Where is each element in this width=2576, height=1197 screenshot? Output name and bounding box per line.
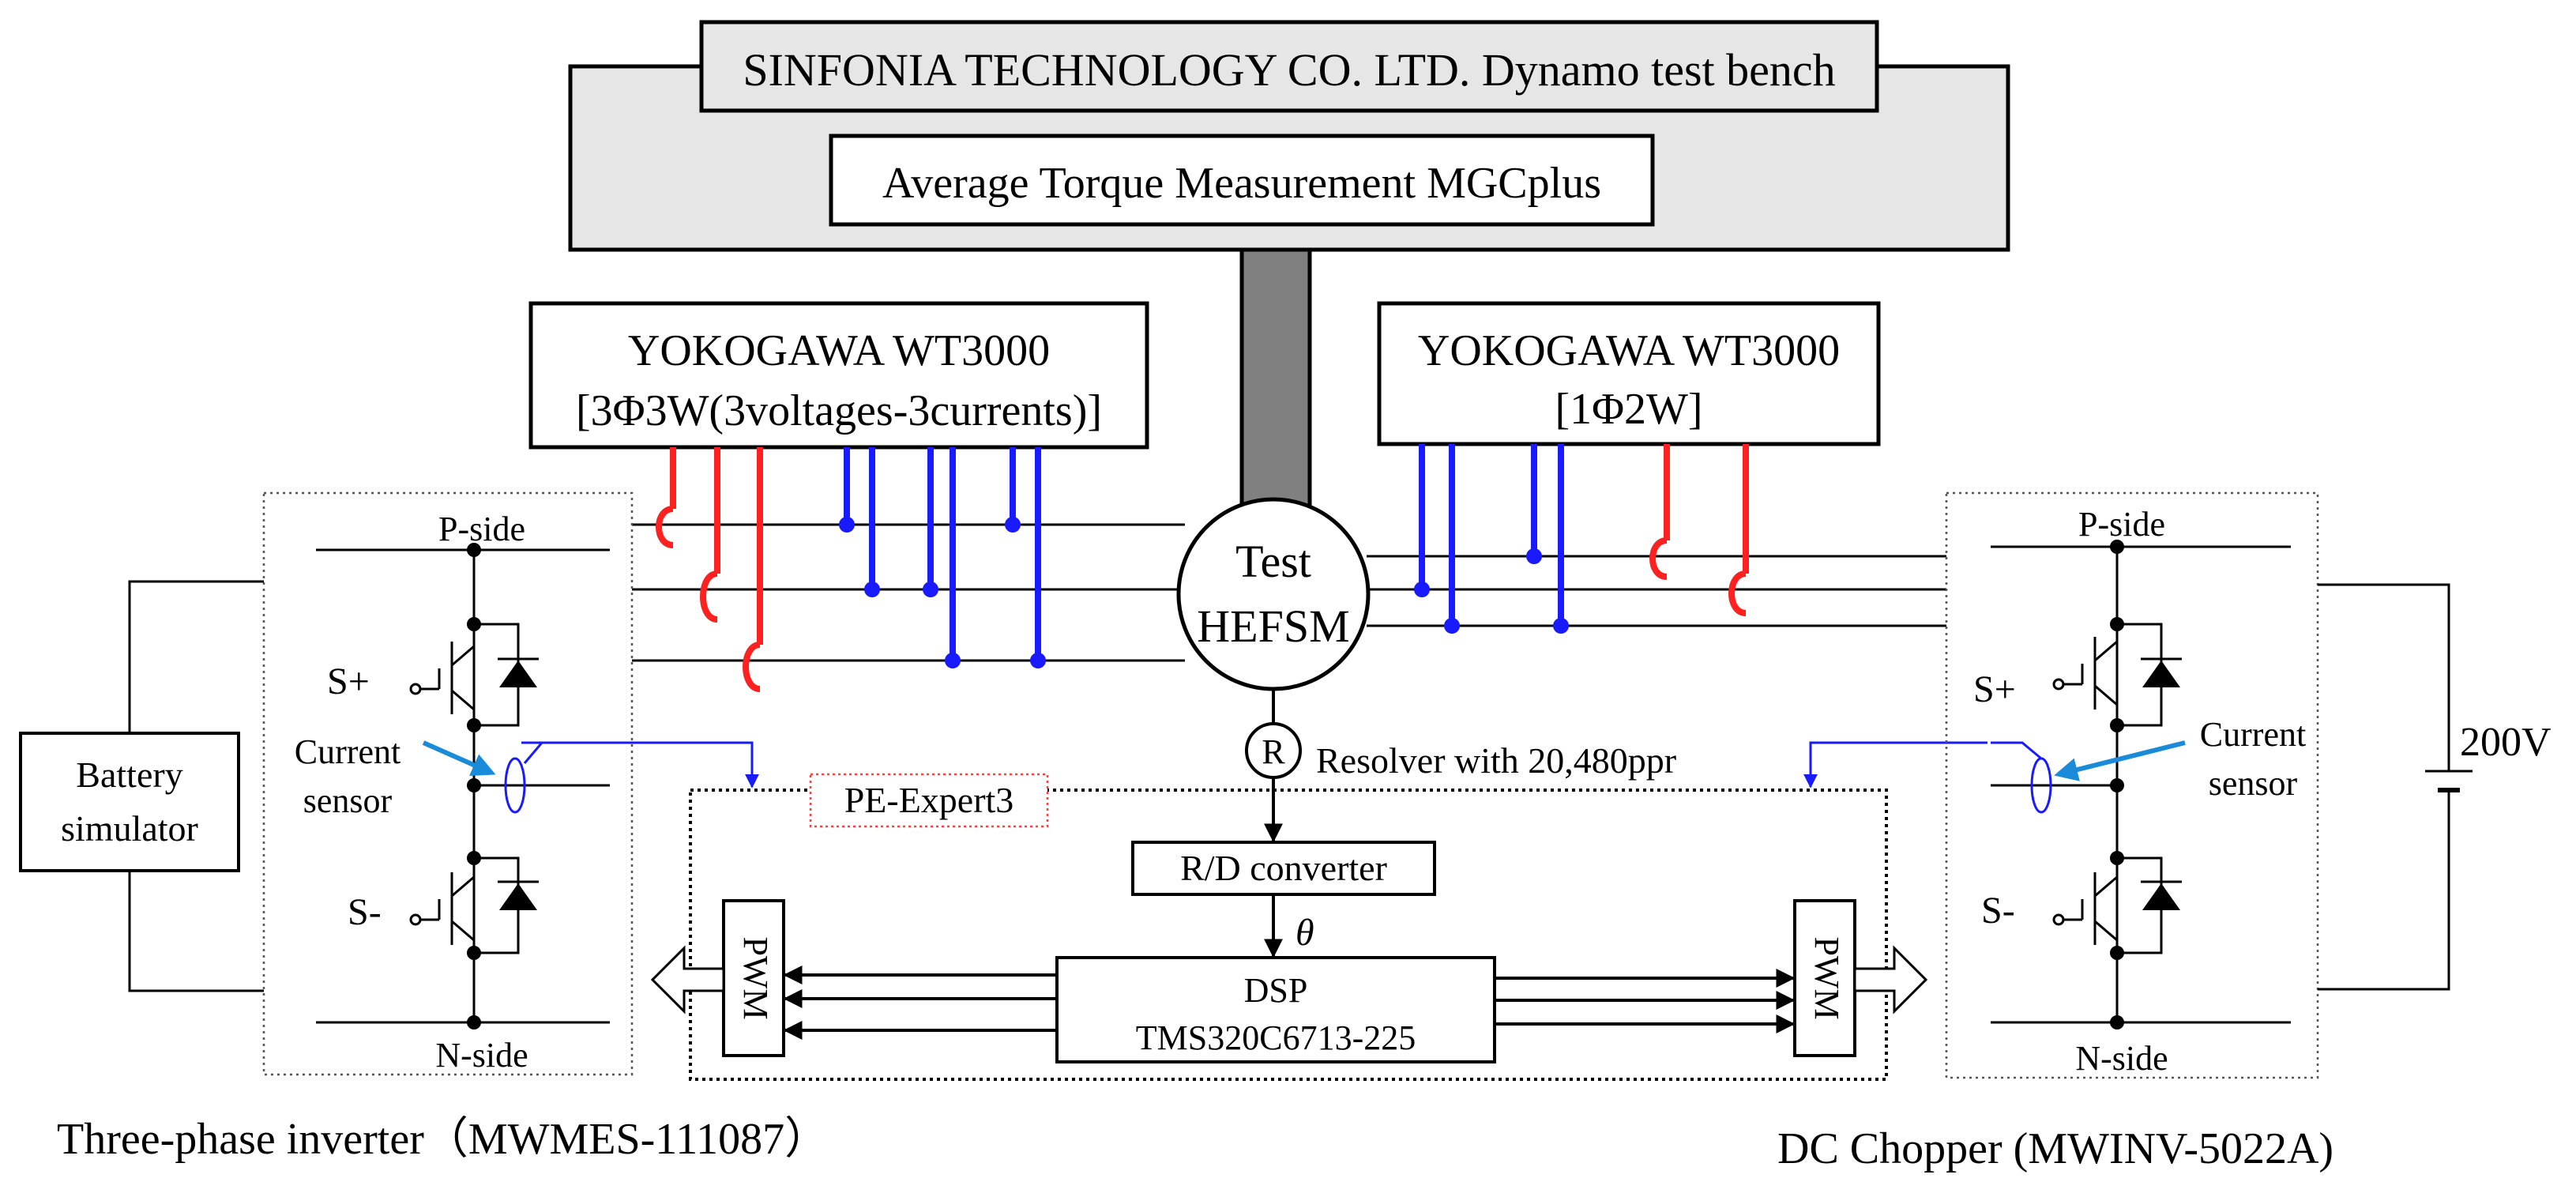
pe-expert-border bbox=[689, 789, 1888, 1081]
bench-title-box bbox=[699, 20, 1879, 113]
current-probes-right bbox=[1649, 444, 1749, 616]
inverter-current-sensor-label1: Current bbox=[295, 732, 401, 771]
power-analyzer-left: YOKOGAWA WT3000 [3Φ3W(3voltages-3current… bbox=[528, 301, 1149, 450]
dsp-box bbox=[1055, 956, 1496, 1063]
dsp-line1: DSP bbox=[1244, 971, 1308, 1010]
phase-lines-right bbox=[1367, 555, 1946, 627]
chopper-caption: DC Chopper (MWINV-5022A) bbox=[1777, 1124, 2333, 1173]
current-sensor-feedback bbox=[521, 741, 1987, 789]
wt-left-box bbox=[528, 301, 1149, 450]
battery-line1: Battery bbox=[76, 755, 182, 795]
voltage-probes-left bbox=[839, 447, 1046, 668]
wt-left-line2: [3Φ3W(3voltages-3currents)] bbox=[576, 386, 1102, 435]
voltage-probes-right bbox=[1414, 444, 1569, 634]
motor-circle bbox=[1176, 497, 1371, 691]
pe-expert3: PE-Expert3 R/D converter θ DSP TMS320C67… bbox=[650, 773, 1928, 1081]
inverter-s-minus: S- bbox=[348, 891, 382, 933]
wt-right-line2: [1Φ2W] bbox=[1555, 385, 1702, 434]
dc-supply: 200V bbox=[2318, 583, 2552, 991]
dc-chopper: P-side N-side S+ S- bbox=[1945, 491, 2319, 1079]
pe-expert-label: PE-Expert3 bbox=[844, 780, 1014, 820]
bench-title: SINFONIA TECHNOLOGY CO. LTD. Dynamo test… bbox=[743, 44, 1835, 96]
motor-line2: HEFSM bbox=[1197, 600, 1349, 652]
inverter-current-sensor-label2: sensor bbox=[303, 781, 393, 820]
battery-box bbox=[19, 732, 240, 872]
wt-right-line1: YOKOGAWA WT3000 bbox=[1418, 326, 1840, 375]
chopper-n-side: N-side bbox=[2075, 1039, 2168, 1078]
pwm-left-box bbox=[722, 899, 785, 1057]
inverter-border bbox=[262, 491, 634, 1076]
pe-expert-label-box bbox=[809, 773, 1049, 828]
shaft bbox=[1239, 247, 1312, 535]
supply-voltage: 200V bbox=[2460, 720, 2552, 765]
inverter-s-plus: S+ bbox=[327, 661, 370, 702]
torque-box bbox=[829, 134, 1655, 227]
torque-label: Average Torque Measurement MGCplus bbox=[882, 159, 1601, 208]
inverter-caption: Three-phase inverter（MWMES-111087） bbox=[57, 1115, 829, 1164]
test-motor: Test HEFSM R Resolver with 20,480ppr bbox=[1176, 497, 1676, 843]
resolver-label: Resolver with 20,480ppr bbox=[1316, 740, 1676, 781]
theta-label: θ bbox=[1296, 912, 1314, 954]
phase-lines-left bbox=[632, 523, 1185, 662]
inverter-current-sensor bbox=[504, 757, 526, 814]
three-phase-inverter: P-side N-side S+ S- bbox=[262, 491, 634, 1076]
inverter-n-side: N-side bbox=[435, 1036, 528, 1075]
pwm-left-label: PWM bbox=[736, 936, 775, 1019]
inverter-p-side: P-side bbox=[438, 510, 525, 548]
pwm-left-block-arrow bbox=[650, 945, 725, 1014]
pwm-right-label: PWM bbox=[1807, 936, 1846, 1019]
chopper-s-minus: S- bbox=[1981, 890, 2015, 932]
rd-converter-label: R/D converter bbox=[1180, 848, 1387, 888]
chopper-current-sensor-label1: Current bbox=[2200, 715, 2306, 754]
wt-left-line1: YOKOGAWA WT3000 bbox=[628, 326, 1050, 375]
chopper-border bbox=[1945, 491, 2319, 1079]
battery-simulator: Battery simulator bbox=[19, 580, 264, 992]
rd-converter-box bbox=[1131, 841, 1436, 896]
motor-line1: Test bbox=[1235, 536, 1311, 587]
dsp-line2: TMS320C6713-225 bbox=[1136, 1018, 1416, 1057]
battery-line2: simulator bbox=[61, 808, 198, 849]
resolver-symbol: R bbox=[1262, 732, 1285, 771]
dynamo-bench: SINFONIA TECHNOLOGY CO. LTD. Dynamo test… bbox=[568, 20, 2010, 535]
chopper-current-sensor-label2: sensor bbox=[2209, 764, 2298, 803]
power-analyzer-right: YOKOGAWA WT3000 [1Φ2W] bbox=[1377, 301, 1881, 446]
wt-right-box bbox=[1377, 301, 1881, 446]
chopper-s-plus: S+ bbox=[1973, 668, 2016, 710]
chopper-p-side: P-side bbox=[2078, 505, 2165, 544]
current-probes-left bbox=[656, 447, 763, 692]
pwm-right-block-arrow bbox=[1853, 945, 1928, 1014]
